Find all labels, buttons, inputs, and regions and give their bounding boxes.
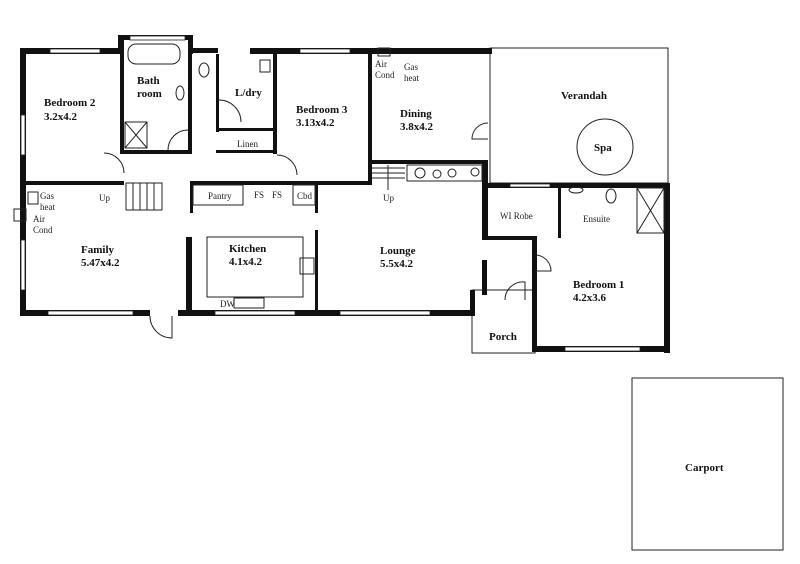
laundry-label: L/dry bbox=[235, 87, 262, 99]
front-door-swing bbox=[149, 315, 173, 339]
room-labels: Bedroom 2 3.2x4.2 Bath room L/dry Linen … bbox=[33, 59, 724, 474]
basin-icon bbox=[175, 85, 185, 101]
kitchen-size: 4.1x4.2 bbox=[229, 256, 263, 268]
toilet-icon bbox=[198, 62, 210, 78]
porch-label: Porch bbox=[489, 331, 517, 343]
aircond-dining-unit-icon bbox=[377, 47, 391, 57]
carport-outline bbox=[631, 377, 784, 551]
aircond-dining-1: Air bbox=[375, 59, 387, 69]
porch-outline bbox=[471, 289, 536, 354]
aircond-unit-icon bbox=[13, 208, 27, 222]
bed3-door-swing bbox=[276, 154, 298, 176]
bedroom1-size: 4.2x3.6 bbox=[573, 292, 607, 304]
bedroom1-door-swing bbox=[534, 254, 552, 272]
kitchen-label: Kitchen bbox=[229, 243, 266, 255]
bedroom3-size: 3.13x4.2 bbox=[296, 117, 335, 129]
pantry-label: Pantry bbox=[208, 191, 232, 201]
linen-label: Linen bbox=[237, 139, 258, 149]
stairs-family-icon bbox=[125, 182, 163, 211]
family-label: Family bbox=[81, 244, 114, 256]
gasheat-family-2: heat bbox=[40, 202, 55, 212]
dw-label: DW bbox=[220, 299, 235, 309]
ensuite-toilet-icon bbox=[605, 188, 617, 204]
pantry-box bbox=[192, 184, 244, 206]
laundry-door-swing bbox=[218, 99, 242, 123]
sink-icon bbox=[233, 297, 265, 309]
spa-circle bbox=[576, 118, 634, 176]
planter-icon bbox=[406, 164, 483, 182]
bedroom3-label: Bedroom 3 bbox=[296, 104, 348, 116]
carport-label: Carport bbox=[685, 462, 724, 474]
shower-icon bbox=[124, 121, 148, 149]
cooktop-icon bbox=[299, 257, 315, 275]
verandah-door-swing bbox=[471, 122, 489, 140]
dining-label: Dining bbox=[400, 108, 432, 120]
aircond-dining-2: Cond bbox=[375, 70, 395, 80]
ensuite-shower-icon bbox=[636, 187, 665, 234]
family-size: 5.47x4.2 bbox=[81, 257, 120, 269]
up-lounge-label: Up bbox=[383, 193, 394, 203]
bed2-door-swing bbox=[103, 152, 125, 174]
ensuite-basin-icon bbox=[568, 186, 584, 194]
stairs-lounge-icon bbox=[372, 165, 405, 190]
verandah-outline bbox=[489, 47, 669, 184]
gasheat-family-1: Gas bbox=[40, 191, 54, 201]
fs2-label: FS bbox=[272, 190, 282, 200]
up-family-label: Up bbox=[99, 193, 110, 203]
windows bbox=[20, 35, 641, 352]
bedroom1-label: Bedroom 1 bbox=[573, 279, 624, 291]
spa-label: Spa bbox=[594, 142, 612, 154]
verandah-label: Verandah bbox=[561, 90, 607, 102]
aircond-family-2: Cond bbox=[33, 225, 53, 235]
bath-door-swing bbox=[167, 129, 189, 151]
wi-robe-label: WI Robe bbox=[500, 211, 533, 221]
cupboard-box bbox=[292, 184, 316, 206]
gas-heater-icon bbox=[27, 191, 39, 205]
bedroom2-size: 3.2x4.2 bbox=[44, 111, 78, 123]
dining-size: 3.8x4.2 bbox=[400, 121, 434, 133]
walls bbox=[20, 35, 670, 353]
bathtub-icon bbox=[127, 43, 181, 65]
gasheat-dining-1: Gas bbox=[404, 62, 418, 72]
gasheat-dining-2: heat bbox=[404, 73, 419, 83]
bedroom2-label: Bedroom 2 bbox=[44, 97, 96, 109]
bathroom-label-2: room bbox=[137, 88, 162, 100]
cbd-label: Cbd bbox=[297, 191, 313, 201]
bathroom-label-1: Bath bbox=[137, 75, 160, 87]
porch-door-swing bbox=[504, 281, 526, 301]
lounge-label: Lounge bbox=[380, 245, 416, 257]
kitchen-bench bbox=[206, 236, 304, 298]
aircond-family-1: Air bbox=[33, 214, 45, 224]
fs1-label: FS bbox=[254, 190, 264, 200]
laundry-tub-icon bbox=[259, 59, 271, 73]
lounge-size: 5.5x4.2 bbox=[380, 258, 414, 270]
fixtures-drawing bbox=[13, 43, 665, 339]
ensuite-label: Ensuite bbox=[583, 214, 610, 224]
